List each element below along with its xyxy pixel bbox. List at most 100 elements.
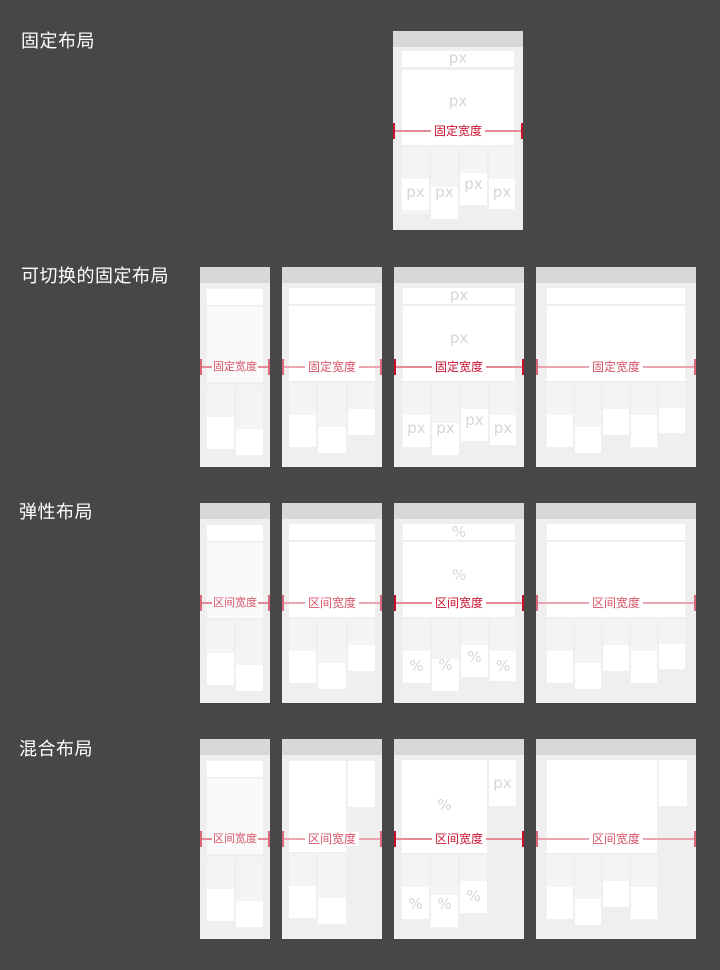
mockup-column-content: %	[402, 887, 429, 919]
mockup-column-content	[318, 663, 346, 689]
mockup-browser-header	[536, 739, 696, 755]
mockup-column-content: px	[403, 415, 430, 447]
unit-label: px	[493, 774, 512, 792]
fixed-layout-mockup: px px px px px px 固定宽度	[393, 31, 523, 230]
mockup-browser-header	[200, 503, 270, 519]
width-measure: 区间宽度	[536, 831, 696, 847]
width-measure: 固定宽度	[200, 359, 270, 375]
mockup-column-content: %	[432, 656, 459, 691]
mockup-header-block	[207, 525, 263, 541]
mockup-column-content: %	[403, 651, 430, 683]
unit-label: %	[466, 887, 481, 905]
mockup-browser-header	[393, 31, 523, 47]
flexible-xs-mockup: 区间宽度	[200, 503, 270, 703]
mockup-browser-header	[200, 267, 270, 283]
row-label-switchable-fixed-layout: 可切换的固定布局	[21, 266, 169, 287]
unit-label: px	[465, 411, 484, 429]
switchable-md-mockup: px px px px px px 固定宽度	[394, 267, 524, 467]
mockup-column-content	[318, 427, 346, 453]
mockup-browser-header	[394, 739, 524, 755]
mockup-column-content: px	[402, 179, 429, 210]
switchable-lg-mockup: 固定宽度	[536, 267, 696, 467]
unit-label: px	[448, 49, 468, 67]
mockup-header-block	[289, 524, 375, 540]
mockup-header-block	[289, 288, 375, 304]
width-measure: 固定宽度	[394, 359, 524, 375]
measure-label: 区间宽度	[304, 596, 359, 610]
mockup-column-content: px	[461, 409, 488, 441]
unit-label: %	[438, 656, 453, 674]
width-measure: 区间宽度	[394, 595, 524, 611]
mockup-column-content: %	[460, 881, 487, 913]
row-label-flexible-layout: 弹性布局	[19, 502, 93, 523]
mockup-column-content	[659, 644, 685, 669]
mockup-browser-header	[394, 267, 524, 283]
width-measure: 区间宽度	[394, 831, 524, 847]
mockup-column-content	[289, 886, 316, 918]
mockup-side-block	[348, 761, 375, 807]
unit-label: %	[408, 895, 423, 913]
mockup-header-block	[547, 524, 685, 540]
mockup-header-block: px	[402, 49, 514, 67]
mockup-header-block	[207, 761, 263, 777]
mockup-column-content	[236, 429, 263, 455]
unit-label: px	[492, 183, 512, 201]
unit-label: %	[437, 796, 452, 814]
mockup-column-content: px	[432, 419, 459, 455]
width-measure: 固定宽度	[282, 359, 382, 375]
mockup-column-content	[236, 901, 263, 927]
measure-label: 区间宽度	[431, 596, 486, 610]
measure-label: 固定宽度	[588, 360, 643, 374]
mockup-column-content	[547, 887, 573, 919]
unit-label: px	[449, 286, 469, 304]
mockup-browser-header	[536, 267, 696, 283]
mockup-column-content	[547, 651, 573, 683]
mockup-column-content: px	[489, 179, 515, 209]
measure-label: 固定宽度	[431, 360, 486, 374]
mockup-header-block: px	[403, 286, 515, 304]
unit-label: px	[448, 92, 468, 110]
mockup-column-content	[603, 409, 629, 435]
mockup-column-content: px	[460, 173, 487, 205]
unit-label: %	[467, 648, 482, 666]
mockup-column-content	[207, 653, 234, 685]
width-measure: 区间宽度	[200, 831, 270, 847]
mockup-column-content	[289, 415, 316, 447]
mockup-side-block	[659, 760, 687, 806]
mockup-browser-header	[282, 267, 382, 283]
mockup-header-block	[207, 289, 263, 305]
flexible-sm-mockup: 区间宽度	[282, 503, 382, 703]
unit-label: px	[436, 419, 455, 437]
mockup-column-content: px	[431, 183, 458, 219]
flexible-lg-mockup: 区间宽度	[536, 503, 696, 703]
measure-label: 区间宽度	[431, 832, 486, 846]
mockup-column-content	[631, 651, 657, 683]
mixed-lg-mockup: 区间宽度	[536, 739, 696, 939]
row-label-fixed-layout: 固定布局	[21, 31, 95, 52]
mockup-browser-header	[536, 503, 696, 519]
unit-label: px	[449, 329, 469, 347]
mixed-sm-mockup: 区间宽度	[282, 739, 382, 939]
mockup-column-content	[575, 427, 601, 453]
flexible-md-mockup: % % % % % % 区间宽度	[394, 503, 524, 703]
mockup-column-content	[575, 899, 601, 925]
measure-label: 区间宽度	[588, 832, 643, 846]
mockup-browser-header	[282, 503, 382, 519]
width-measure: 区间宽度	[200, 595, 270, 611]
measure-label: 区间宽度	[212, 832, 258, 845]
unit-label: %	[451, 523, 467, 541]
switchable-sm-mockup: 固定宽度	[282, 267, 382, 467]
mockup-column-content: px	[490, 415, 516, 445]
unit-label: px	[407, 419, 426, 437]
mockup-browser-header	[394, 503, 524, 519]
unit-label: px	[406, 183, 425, 201]
mockup-column-content	[236, 665, 263, 691]
unit-label: %	[451, 566, 467, 584]
mockup-column-content: %	[490, 651, 516, 681]
mockup-column-content	[603, 645, 629, 671]
mockup-column-content	[348, 409, 375, 435]
mockup-column-content: %	[461, 645, 488, 677]
measure-label: 固定宽度	[430, 124, 485, 138]
mockup-column-content	[547, 415, 573, 447]
mixed-xs-mockup: 区间宽度	[200, 739, 270, 939]
